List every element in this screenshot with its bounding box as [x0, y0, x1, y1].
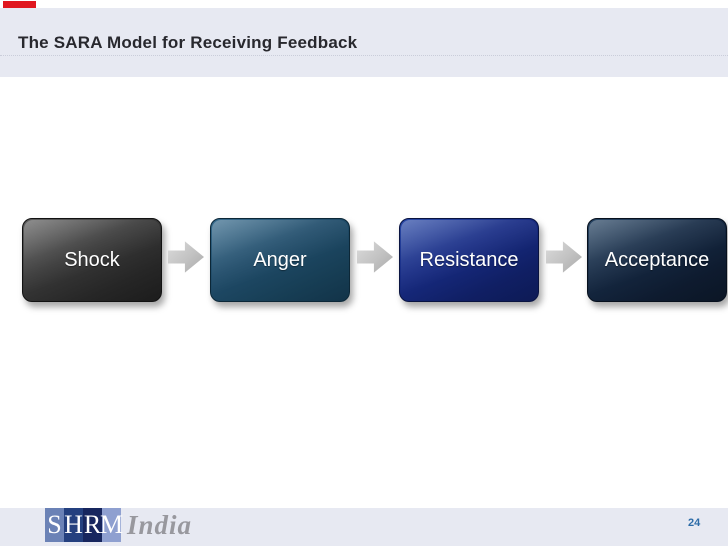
stage-label: Resistance — [419, 248, 519, 271]
stage-label: Anger — [253, 248, 307, 271]
logo-tile-m: M — [100, 508, 123, 542]
logo-tile-s: S — [45, 508, 64, 542]
stage-label: Shock — [64, 248, 120, 271]
right-arrow-icon — [546, 241, 582, 273]
logo-tile-r: R — [83, 508, 102, 542]
slide-title: The SARA Model for Receiving Feedback — [18, 33, 358, 52]
title-band — [0, 8, 728, 77]
stage-label: Acceptance — [604, 248, 710, 271]
logo-tile-h: H — [64, 508, 83, 542]
logo-wordmark-india: India — [127, 510, 193, 540]
dotted-divider — [0, 55, 728, 56]
right-arrow-icon — [168, 241, 204, 273]
stage-box-anger: Anger — [210, 218, 350, 302]
stage-box-resistance: Resistance — [399, 218, 539, 302]
stage-box-acceptance: Acceptance — [587, 218, 727, 302]
page-number: 24 — [688, 517, 701, 529]
right-arrow-icon — [357, 241, 393, 273]
stage-box-shock: Shock — [22, 218, 162, 302]
shrm-india-logo: S H R M India — [45, 508, 192, 542]
footer-band — [0, 508, 728, 546]
